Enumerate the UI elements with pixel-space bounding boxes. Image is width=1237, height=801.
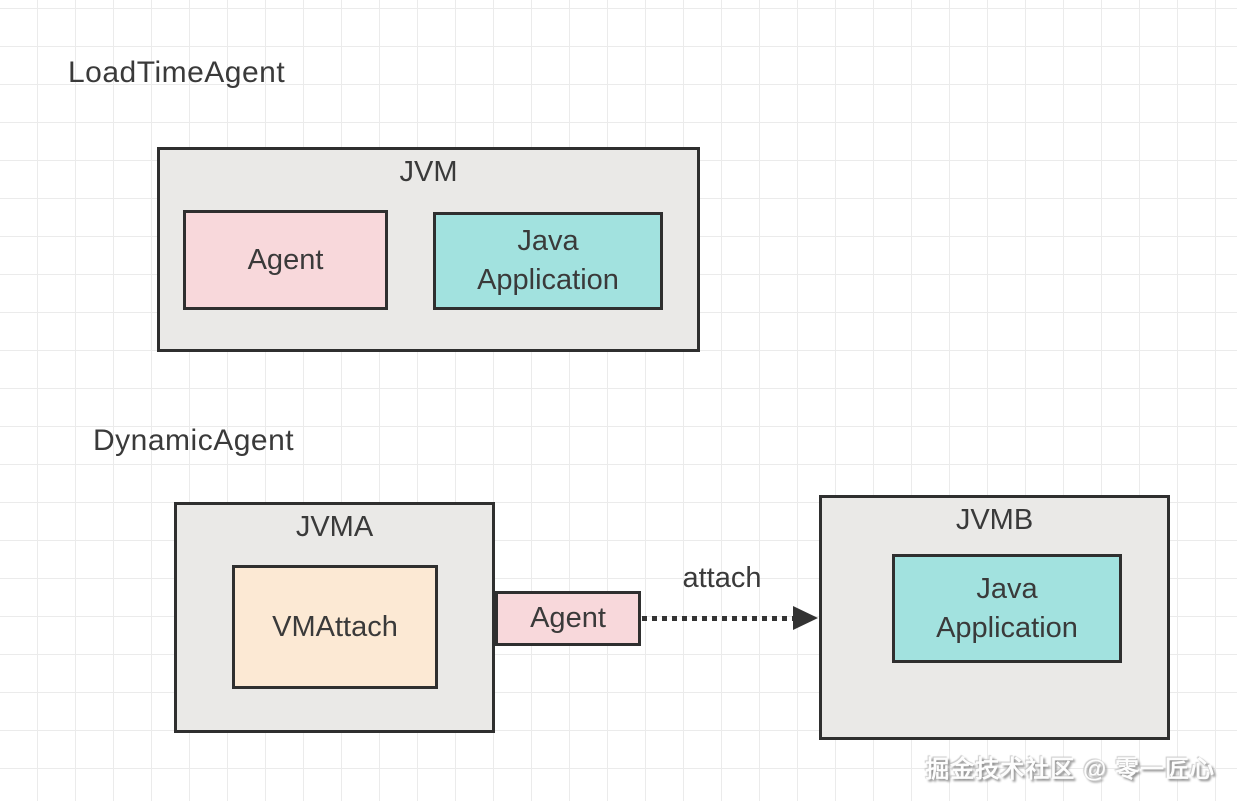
jvmb-title: JVMB [955,504,1034,536]
watermark: 掘金技术社区 @ 零一匠心 [925,756,1215,783]
java-application-label-loadtime: Java Application [477,225,619,296]
jvma-title: JVMA [295,511,374,543]
agent-label-dynamic: Agent [530,602,606,634]
java-application-label-dynamic: Java Application [936,572,1078,644]
dynamicagent-heading: DynamicAgent [93,424,295,457]
agent-box-loadtime: Agent [183,210,388,310]
attach-arrow-head-icon [793,606,818,630]
jvm-title: JVM [399,156,458,188]
attach-arrow-label: attach [682,562,762,594]
agent-label-loadtime: Agent [247,243,324,276]
java-application-box-dynamic: Java Application [892,554,1122,663]
vmattach-label: VMAttach [272,610,398,643]
java-application-box-loadtime: Java Application [433,212,663,310]
loadtimeagent-heading: LoadTimeAgent [68,56,286,89]
agent-box-dynamic: Agent [495,591,641,646]
attach-arrow-line [642,616,794,621]
vmattach-box: VMAttach [232,565,438,689]
